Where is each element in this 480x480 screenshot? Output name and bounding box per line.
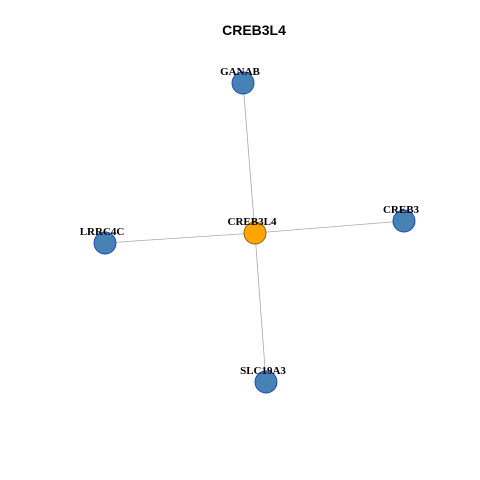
edge-creb3l4-ganab	[242, 82, 256, 234]
edge-creb3l4-creb3	[254, 220, 405, 234]
node-creb3	[392, 209, 416, 233]
node-label-lrrc4c: LRRC4C	[80, 226, 125, 238]
node-label-slc19a3: SLC19A3	[240, 365, 286, 377]
node-slc19a3	[254, 370, 278, 394]
node-label-creb3: CREB3	[383, 204, 420, 216]
node-lrrc4c	[93, 231, 117, 255]
node-creb3l4	[243, 221, 267, 245]
diagram-title: CREB3L4	[222, 22, 286, 38]
edge-creb3l4-slc19a3	[254, 232, 267, 383]
node-label-creb3l4: CREB3L4	[228, 216, 277, 228]
node-label-ganab: GANAB	[220, 66, 260, 78]
nodes-layer	[93, 71, 416, 394]
edges-layer	[104, 82, 405, 383]
node-ganab	[231, 71, 255, 95]
edge-creb3l4-lrrc4c	[104, 232, 256, 244]
